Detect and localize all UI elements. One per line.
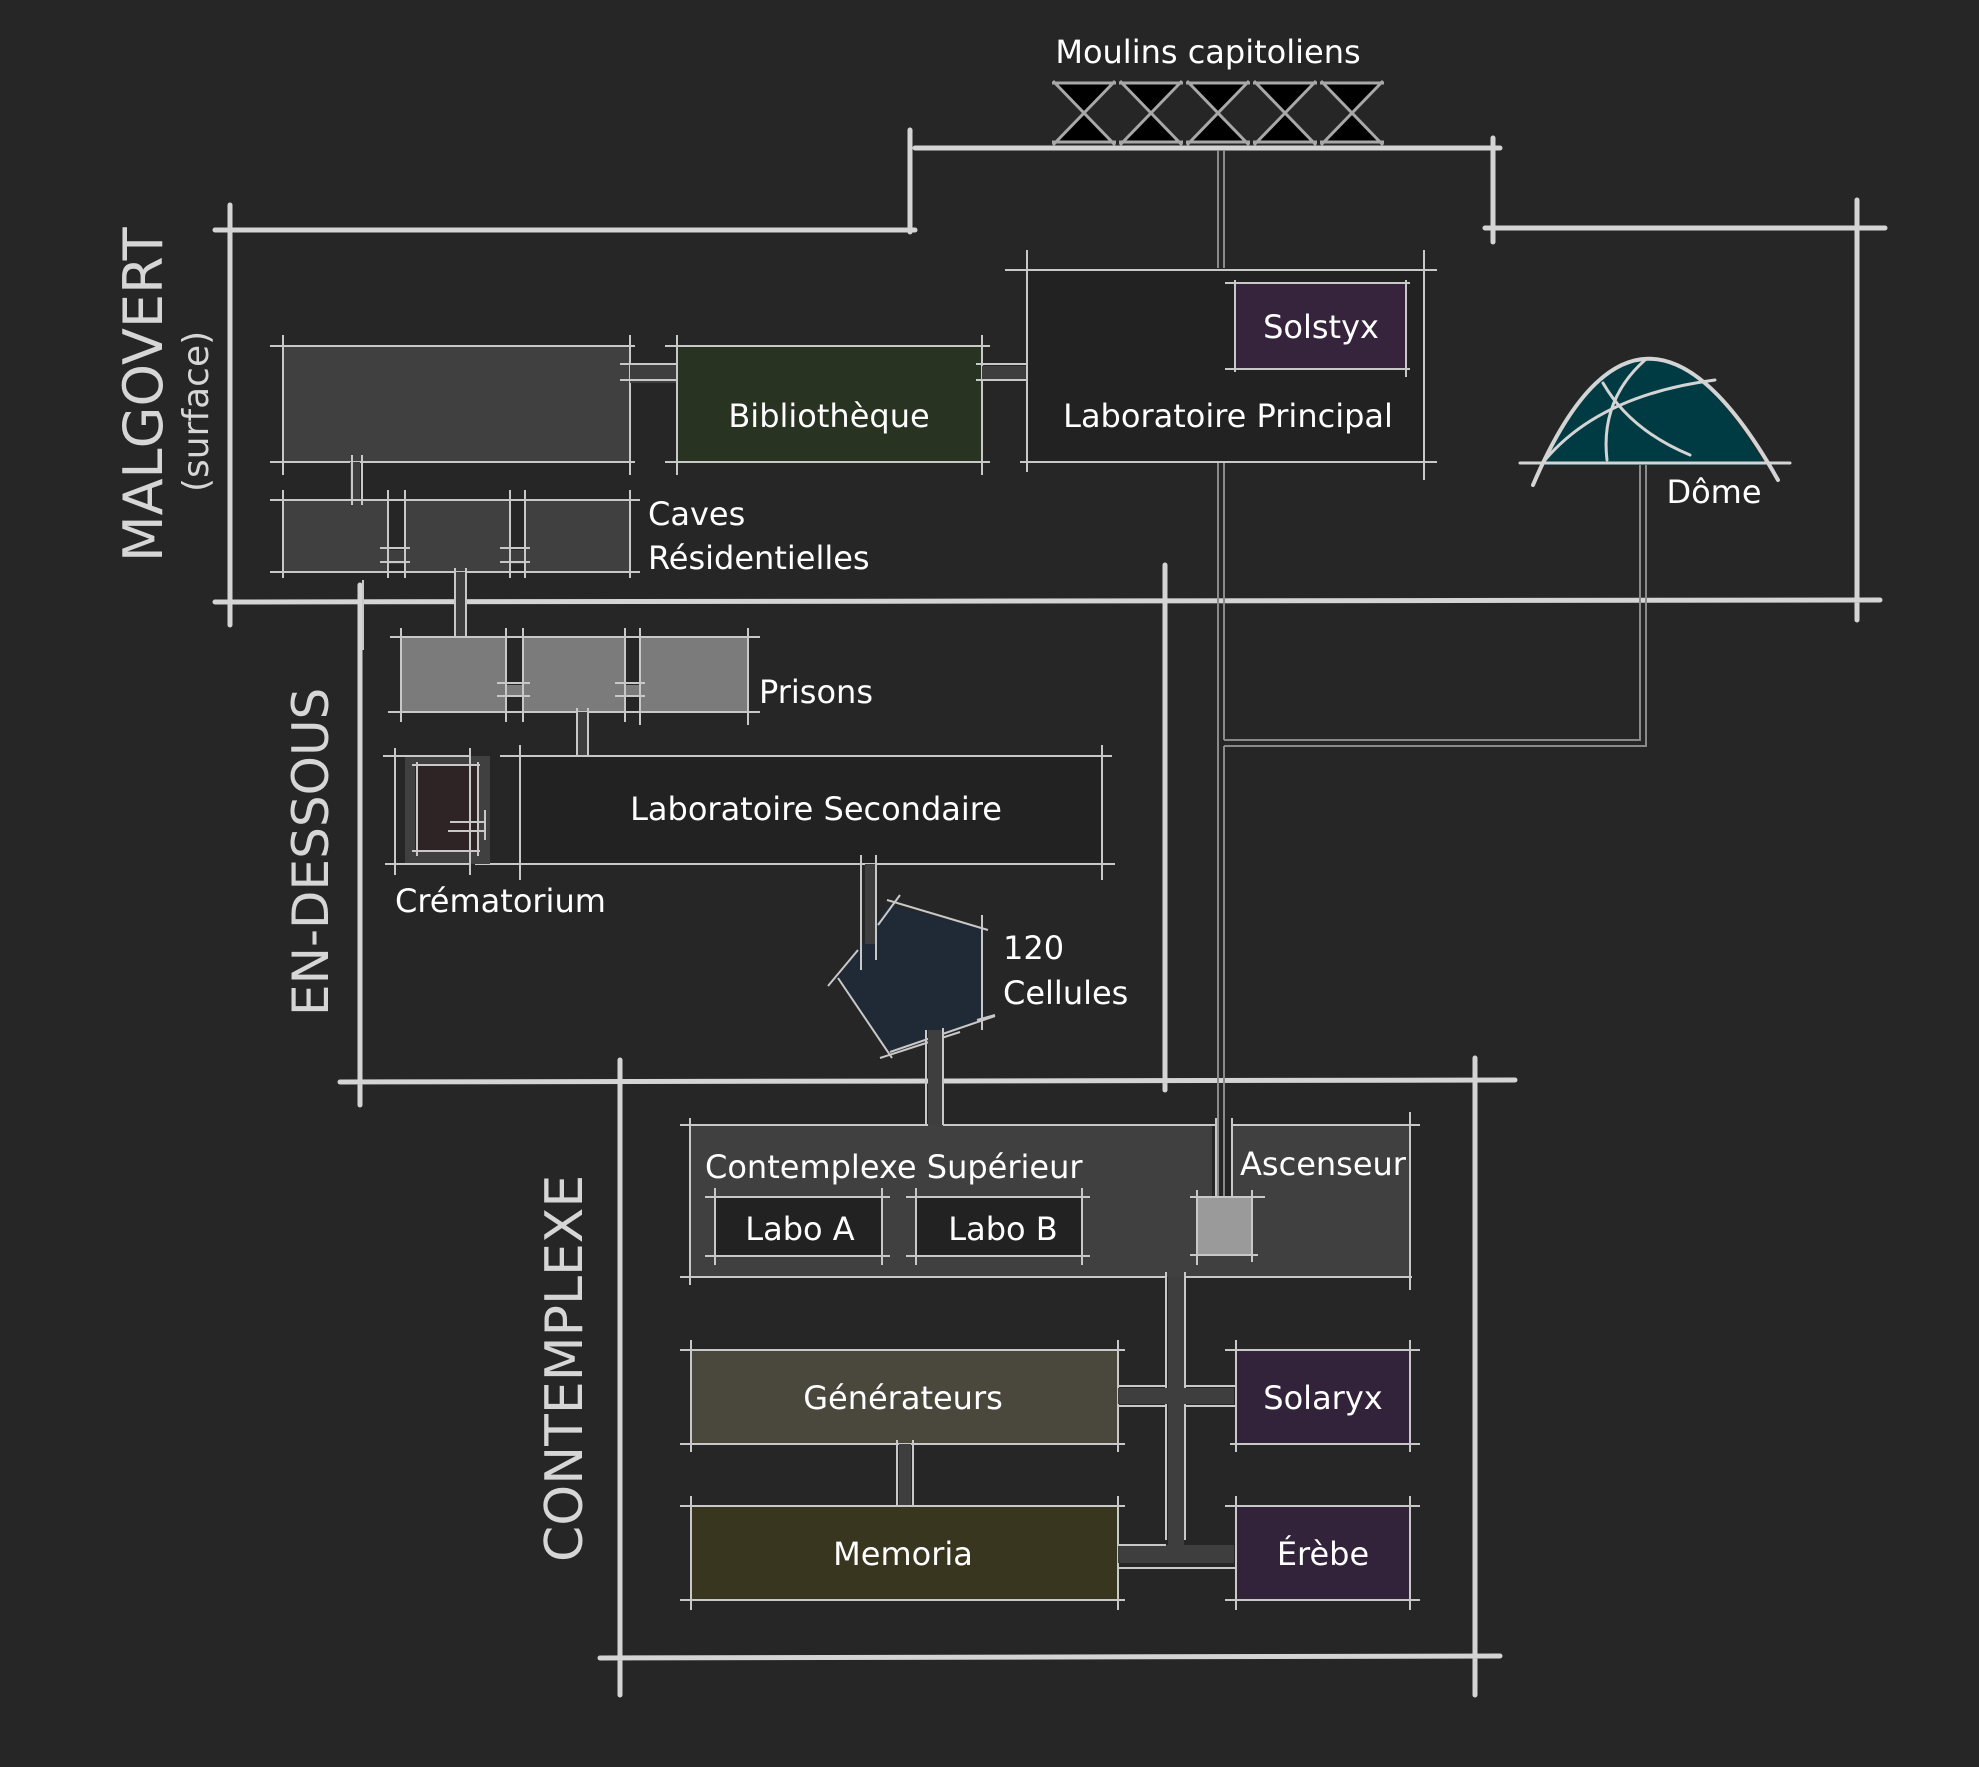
room-laboratoire-secondaire — [520, 756, 1102, 864]
zone-label-malgovert: MALGOVERT — [112, 226, 175, 562]
dome — [1518, 356, 1792, 487]
label-prisons: Prisons — [759, 673, 873, 711]
label-solstyx: Solstyx — [1263, 308, 1379, 346]
corridor — [630, 365, 680, 383]
en-dessous-boundary — [337, 562, 1518, 1108]
contemplexe-boundary — [597, 1055, 1503, 1698]
label-ascenseur: Ascenseur — [1240, 1145, 1407, 1183]
elevator-cabin[interactable] — [1197, 1197, 1252, 1255]
room-bibliotheque — [677, 346, 982, 462]
zone-label-en-dessous: EN-DESSOUS — [282, 688, 340, 1016]
room-crematorium — [383, 748, 490, 875]
label-erebe: Érèbe — [1277, 1535, 1369, 1573]
room-labo-b — [916, 1197, 1082, 1256]
label-labo-b: Labo B — [948, 1210, 1057, 1248]
room-solaryx — [1236, 1350, 1410, 1444]
label-laboratoire-secondaire: Laboratoire Secondaire — [630, 790, 1002, 828]
label-residentielles: Résidentielles — [648, 539, 870, 577]
room-erebe — [1236, 1506, 1410, 1600]
moulins-group — [1051, 79, 1385, 147]
label-contemplexe-superieur: Contemplexe Supérieur — [705, 1148, 1083, 1186]
room-generateurs — [691, 1350, 1118, 1444]
room-storage-upper — [283, 346, 630, 462]
label-generateurs: Générateurs — [803, 1379, 1003, 1417]
label-laboratoire-principal: Laboratoire Principal — [1063, 397, 1393, 435]
windmill-icon — [1252, 79, 1318, 147]
room-ascenseur — [1232, 1125, 1410, 1277]
label-moulins-capitoliens: Moulins capitoliens — [1055, 33, 1360, 71]
zone-label-contemplexe: CONTEMPLEXE — [535, 1175, 595, 1562]
label-dome: Dôme — [1666, 473, 1761, 511]
zone-boundaries — [212, 127, 1888, 1698]
label-solaryx: Solaryx — [1263, 1379, 1382, 1417]
windmill-icon — [1319, 79, 1385, 147]
zone-label-surface: (surface) — [176, 331, 217, 492]
label-labo-a: Labo A — [745, 1210, 855, 1248]
windmill-icon — [1118, 79, 1184, 147]
elevator-shaft — [1217, 150, 1647, 1200]
room-memoria — [691, 1506, 1118, 1600]
label-crematorium: Crématorium — [395, 882, 606, 920]
corridor-main — [1168, 1277, 1184, 1553]
label-memoria: Memoria — [833, 1535, 973, 1573]
room-120-cellules — [827, 855, 996, 1125]
windmill-icon — [1051, 79, 1117, 147]
room-labo-a — [715, 1197, 882, 1256]
label-caves: Caves — [648, 495, 745, 533]
malgovert-boundary — [212, 127, 1888, 628]
room-caves-residentielles — [270, 455, 640, 578]
room-solstyx — [1235, 283, 1407, 369]
windmill-icon — [1185, 79, 1251, 147]
label-cellules-count: 120 — [1003, 929, 1064, 967]
label-bibliotheque: Bibliothèque — [728, 397, 929, 435]
label-cellules: Cellules — [1003, 974, 1128, 1012]
room-prisons — [388, 628, 760, 725]
